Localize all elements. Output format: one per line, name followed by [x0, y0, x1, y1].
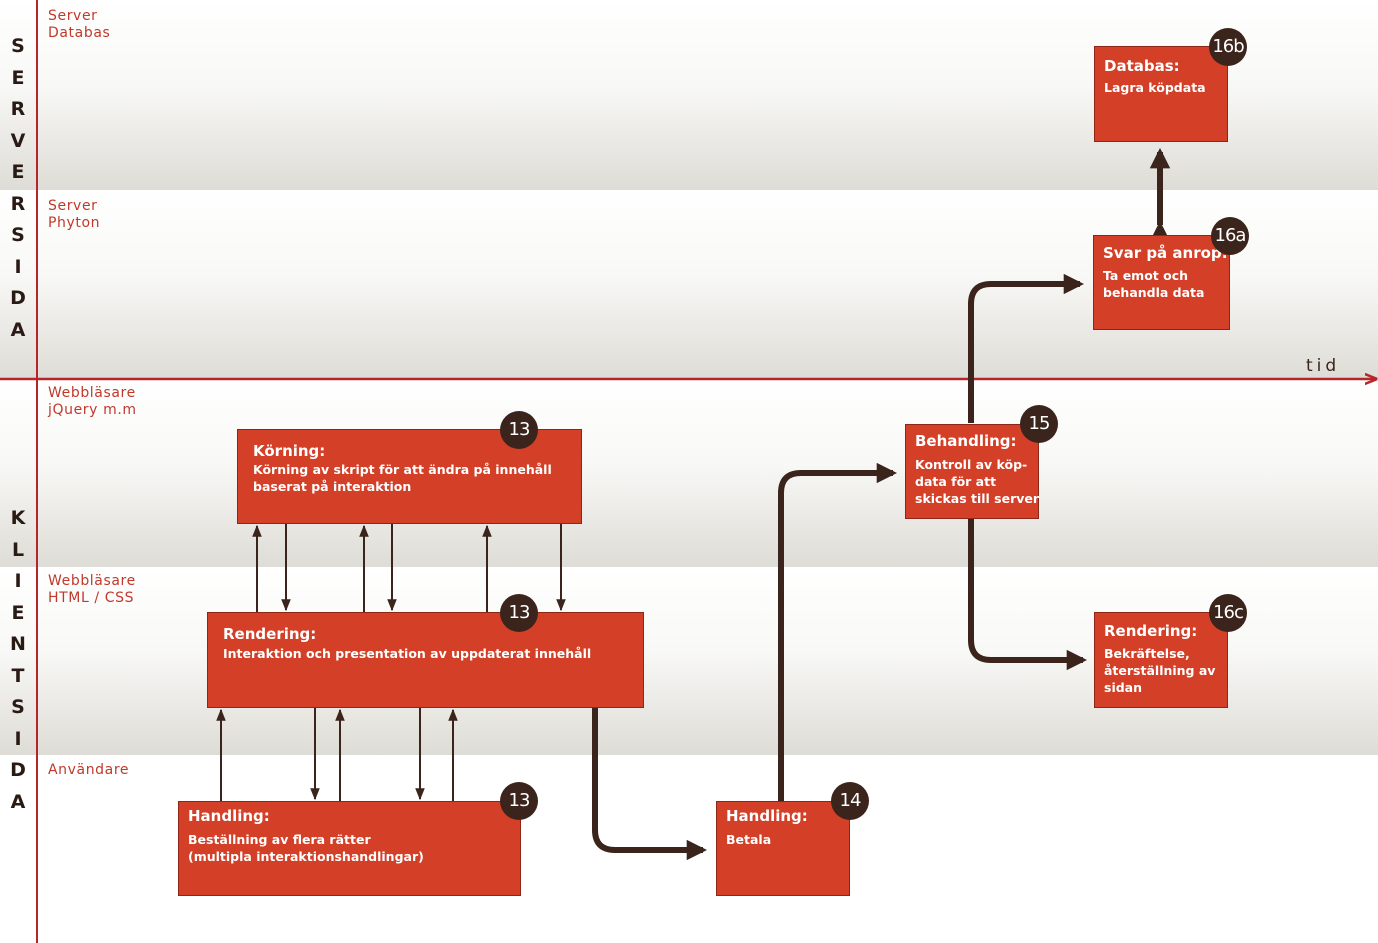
side-label-letter: D [10, 287, 26, 309]
side-label-letter: S [11, 35, 25, 57]
side-label-letter: E [11, 601, 25, 624]
side-label-letter: E [11, 161, 25, 183]
side-label-letter: I [14, 255, 22, 278]
side-label-letter: S [11, 696, 25, 718]
box-body: Körning av skript för att ändra på inneh… [253, 462, 552, 494]
box-title: Handling: [188, 807, 270, 825]
box-body: Beställning av flera rätter (multipla in… [188, 832, 424, 864]
box-title: Rendering: [1104, 622, 1198, 640]
step-badge-16b: 16b [1209, 28, 1247, 66]
box-body: Bekräftelse, återställning av sidan [1104, 646, 1216, 695]
step-badge-14: 14 [831, 782, 869, 820]
box-database-store: Databas: Lagra köpdata [1094, 46, 1228, 142]
side-label-letter: A [10, 790, 26, 813]
side-label-letter: D [10, 759, 26, 781]
flow-arrows [592, 147, 1171, 861]
side-label-letter: A [10, 318, 26, 341]
box-title: Svar på anrop: [1103, 244, 1228, 262]
step-badge-16c: 16c [1209, 594, 1247, 632]
step-badge-13-rendering: 13 [500, 594, 538, 632]
box-body: Interaktion och presentation av uppdater… [223, 646, 592, 661]
box-title: Handling: [726, 807, 808, 825]
box-title: Körning: [253, 442, 326, 460]
side-label-letter: N [10, 633, 26, 655]
lane-label-browser-jquery: Webbläsare jQuery m.m [48, 385, 137, 418]
side-label-letter: K [10, 507, 26, 529]
lane-label-browser-html-css: Webbläsare HTML / CSS [48, 573, 136, 606]
side-label-letter: E [11, 66, 25, 89]
lane-band-browser-jquery [0, 379, 1378, 567]
interaction-arrows-upper [252, 524, 566, 612]
side-label-letter: V [10, 129, 26, 152]
side-label-letter: R [10, 192, 26, 215]
lane-label-server-python: Server Phyton [48, 198, 101, 231]
step-badge-15: 15 [1020, 405, 1058, 443]
box-title: Databas: [1104, 57, 1180, 75]
side-label-letter: R [10, 98, 26, 120]
time-axis-label: tid [1306, 356, 1341, 376]
side-label-letter: S [11, 224, 25, 246]
box-rendering: Rendering: Interaktion och presentation … [207, 612, 644, 708]
box-server-response: Svar på anrop: Ta emot och behandla data [1093, 235, 1230, 330]
side-label-letter: I [14, 727, 22, 750]
lane-label-server-database: Server Databas [48, 8, 111, 41]
box-processing: Behandling: Kontroll av köp- data för at… [905, 424, 1039, 519]
box-body: Ta emot och behandla data [1103, 268, 1205, 300]
box-user-action: Handling: Beställning av flera rätter (m… [178, 801, 521, 896]
side-label-letter: T [11, 664, 25, 687]
box-body: Betala [726, 832, 772, 847]
side-label-letter: I [14, 570, 22, 592]
lane-label-user: Användare [48, 762, 130, 778]
box-rendering-confirmation: Rendering: Bekräftelse, återställning av… [1094, 612, 1228, 708]
box-payment: Handling: Betala [716, 801, 850, 896]
side-label-letter: L [11, 538, 25, 561]
box-title: Behandling: [915, 432, 1017, 450]
box-body: Kontroll av köp- data för att skickas ti… [915, 457, 1040, 506]
step-badge-13-execution: 13 [500, 411, 538, 449]
interaction-arrows-lower [216, 708, 458, 801]
box-body: Lagra köpdata [1104, 80, 1206, 95]
step-badge-13-action: 13 [500, 782, 538, 820]
box-title: Rendering: [223, 625, 317, 643]
step-badge-16a: 16a [1211, 217, 1249, 255]
